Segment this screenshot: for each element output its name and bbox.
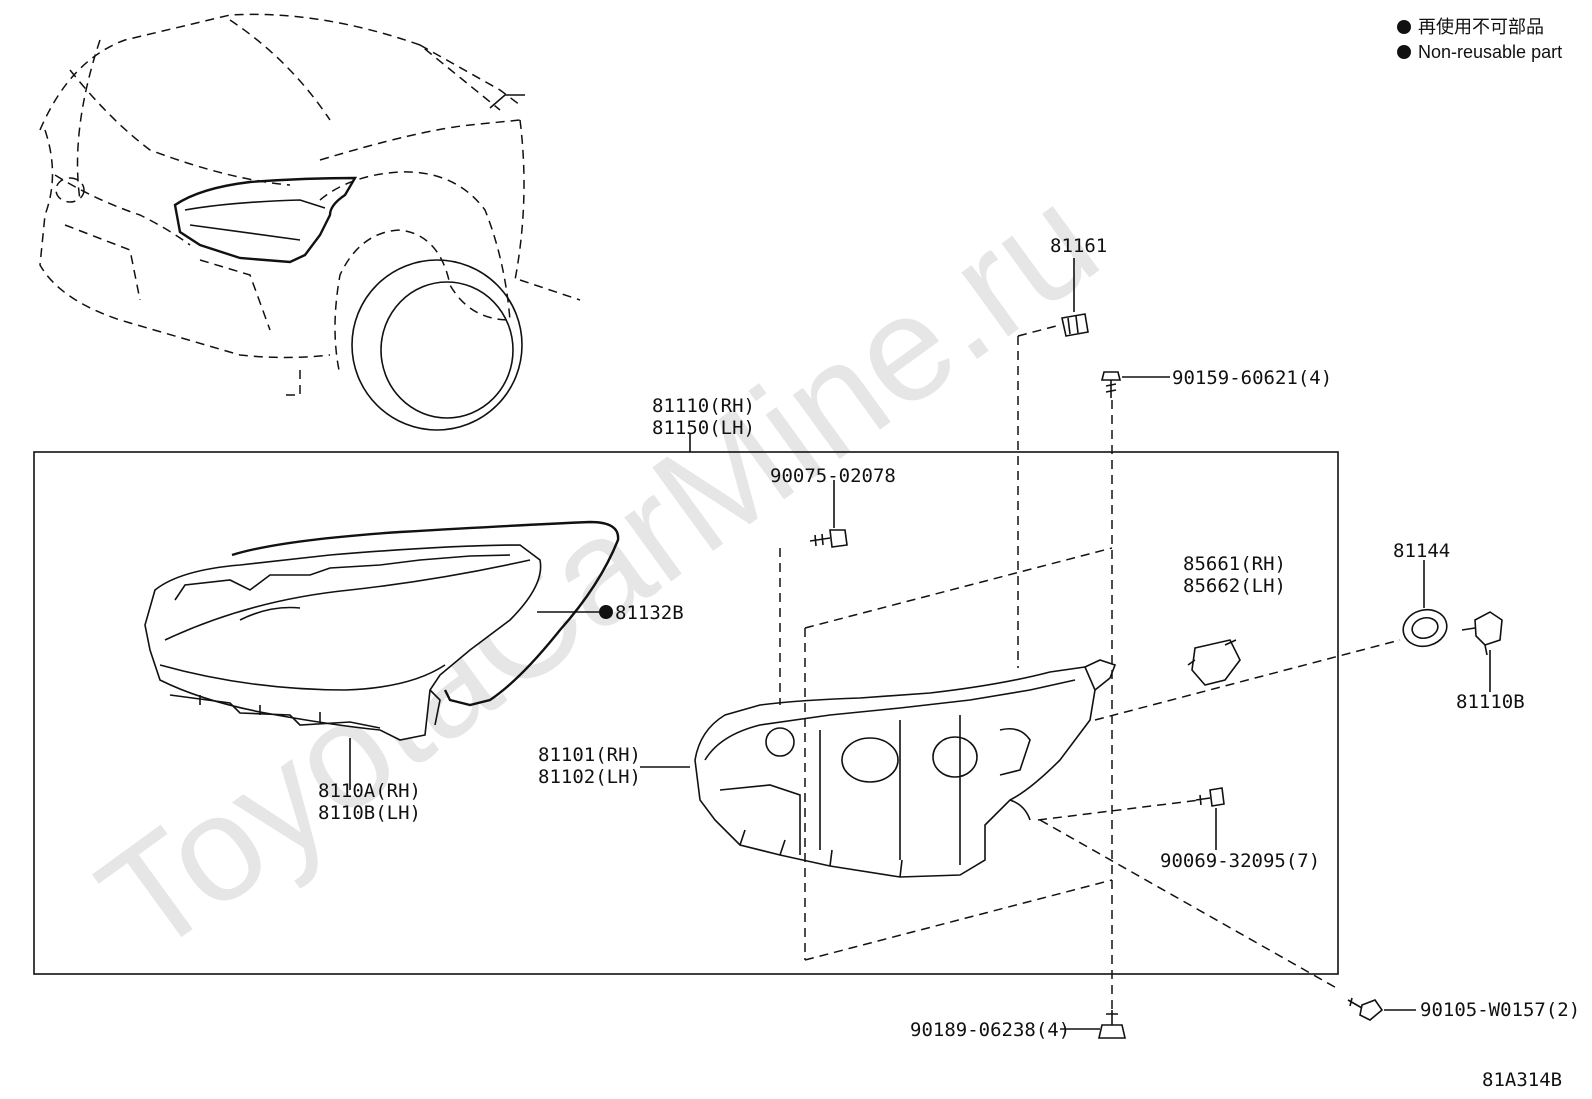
- bulb-81110b: [1461, 611, 1503, 656]
- label-85661-rh: 85661(RH): [1183, 553, 1286, 575]
- screw-90159: [1100, 371, 1122, 398]
- label-81110b: 81110B: [1456, 691, 1525, 713]
- non-reusable-bullet-icon: [1397, 20, 1411, 34]
- label-85662-lh: 85662(LH): [1183, 575, 1286, 597]
- clip-81161: [1061, 313, 1089, 337]
- legend-en: Non-reusable part: [1418, 42, 1562, 62]
- label-90075-02078: 90075-02078: [770, 465, 896, 487]
- bolt-90105: [1347, 997, 1384, 1021]
- seal-81144: [1402, 608, 1448, 648]
- label-90105-w0157: 90105-W0157(2): [1420, 999, 1580, 1021]
- vehicle-location-sketch: [39, 13, 581, 431]
- label-8110b-lh: 8110B(LH): [318, 802, 421, 824]
- label-81102-lh: 81102(LH): [538, 766, 641, 788]
- clip-90189: [1097, 1010, 1127, 1039]
- socket-85661: [1187, 639, 1241, 686]
- screw-90069: [1195, 787, 1225, 807]
- non-reusable-bullet-icon: [1397, 45, 1411, 59]
- assembly-frame: [33, 451, 1339, 975]
- non-reusable-bullet-icon: [599, 605, 613, 619]
- legend-jp: 再使用不可部品: [1418, 17, 1544, 37]
- label-81101-rh: 81101(RH): [538, 744, 641, 766]
- gasket-81132b: [231, 520, 620, 707]
- label-90069-32095: 90069-32095(7): [1160, 850, 1320, 872]
- label-8110a-rh: 8110A(RH): [318, 780, 421, 802]
- headlamp-housing: [694, 659, 1117, 878]
- headlamp-lens: [144, 544, 542, 790]
- label-81110-rh: 81110(RH): [652, 395, 755, 417]
- label-81150-lh: 81150(LH): [652, 417, 755, 439]
- label-90159-60621: 90159-60621(4): [1172, 367, 1332, 389]
- label-81132b: 81132B: [615, 602, 684, 624]
- screw-90075: [809, 529, 848, 548]
- label-81161: 81161: [1050, 235, 1107, 257]
- legend: 再使用不可部品 Non-reusable part: [1397, 17, 1562, 62]
- label-81144: 81144: [1393, 540, 1450, 562]
- diagram-code: 81A314B: [1482, 1069, 1562, 1091]
- label-90189-06238: 90189-06238(4): [910, 1019, 1070, 1041]
